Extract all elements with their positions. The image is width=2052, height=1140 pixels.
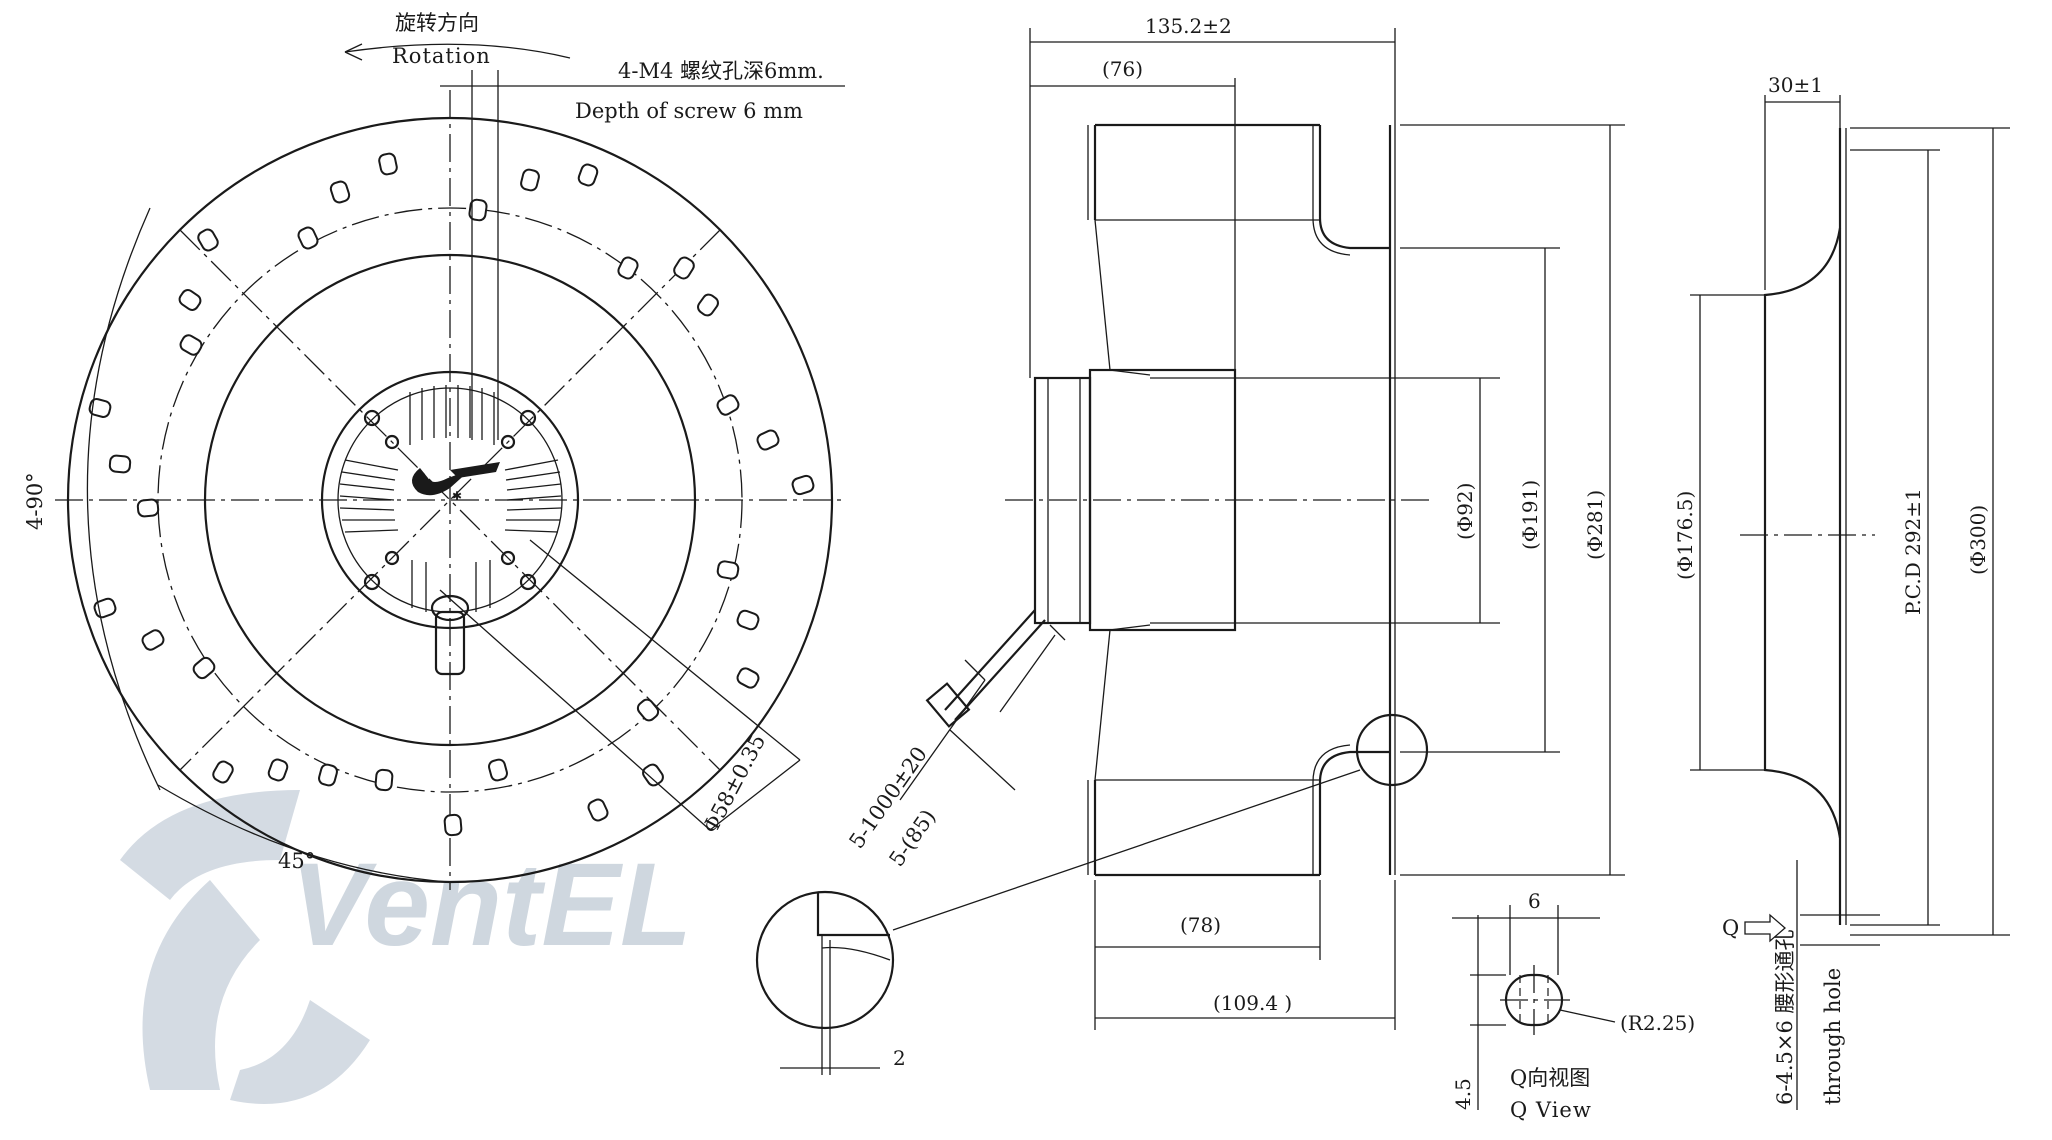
angle-arc-45 (157, 784, 449, 883)
rotation-arc (344, 43, 571, 59)
detail-callout-circle (1355, 713, 1429, 787)
angle-arc-90 (86, 207, 161, 791)
dia-281-label: (Φ281) (1583, 490, 1607, 560)
svg-text:✱: ✱ (452, 489, 462, 503)
front-view: ✱ (23, 11, 845, 890)
width-30-label: 30±1 (1768, 73, 1823, 97)
rotation-label-cn: 旋转方向 (395, 11, 479, 35)
dia-92-label: (Φ92) (1453, 483, 1477, 540)
dia-58-label: Φ58±0.35 (698, 730, 770, 837)
dia-176-label: (Φ176.5) (1673, 491, 1697, 580)
brand-logo-icon: ✱ (411, 462, 500, 503)
hole-spec-en: through hole (1821, 968, 1845, 1105)
width-76-label: (76) (1102, 57, 1143, 81)
watermark-text: VentEL (290, 839, 692, 971)
watermark-fan-logo-icon (120, 790, 370, 1104)
q-view-detail: 6 (R2.25) 4.5 Q向视图 Q View (1451, 889, 1695, 1122)
q-view-arrow-icon (1744, 913, 1786, 943)
diagonal-centerline-1 (179, 229, 721, 771)
side-view: 135.2±2 (76) (78) (109.4 ) (Φ92) (Φ191) … (1005, 14, 1625, 1030)
q-arrow-label: Q (1722, 916, 1739, 940)
detail-2-label: 2 (893, 1046, 906, 1070)
pcd-292-label: P.C.D 292±1 (1901, 488, 1925, 615)
q-view-en: Q View (1510, 1098, 1592, 1122)
width-109-label: (109.4 ) (1213, 991, 1292, 1015)
width-135-label: 135.2±2 (1145, 14, 1232, 38)
q-view-cn: Q向视图 (1510, 1066, 1590, 1090)
screw-spec-en: Depth of screw 6 mm (575, 99, 803, 123)
screw-spec-cn: 4-M4 螺纹孔深6mm. (618, 59, 824, 83)
slot-width-label: 6 (1528, 889, 1541, 913)
rotation-label-en: Rotation (392, 44, 491, 68)
slot-height-label: 4.5 (1451, 1078, 1475, 1110)
hole-spec-cn: 6-4.5×6 腰形通孔 (1773, 930, 1797, 1106)
dia-300-label: (Φ300) (1966, 505, 1990, 575)
slot-radius-label: (R2.25) (1620, 1011, 1695, 1035)
rotation-arrow-icon (344, 43, 363, 61)
diagonal-centerline-2 (179, 229, 721, 771)
motor-hub: ✱ (320, 370, 580, 676)
angle-4x90-label: 4-90° (23, 472, 47, 530)
cable-gland (430, 594, 470, 676)
detail-view: 2 (755, 713, 1429, 1075)
angle-45-label: 45° (278, 849, 315, 873)
dia-191-label: (Φ191) (1518, 480, 1542, 550)
detail-leader (892, 769, 1361, 931)
cable-85-label: 5-(85) (884, 805, 940, 871)
width-78-label: (78) (1180, 913, 1221, 937)
blade-slots (88, 152, 815, 837)
inlet-ring-view: 30±1 (Φ176.5) P.C.D 292±1 (Φ300) Q 6-4.5… (1673, 73, 2010, 1110)
watermark: VentEL (120, 790, 692, 1104)
cable: 5-1000±20 5-(85) (844, 609, 1066, 871)
